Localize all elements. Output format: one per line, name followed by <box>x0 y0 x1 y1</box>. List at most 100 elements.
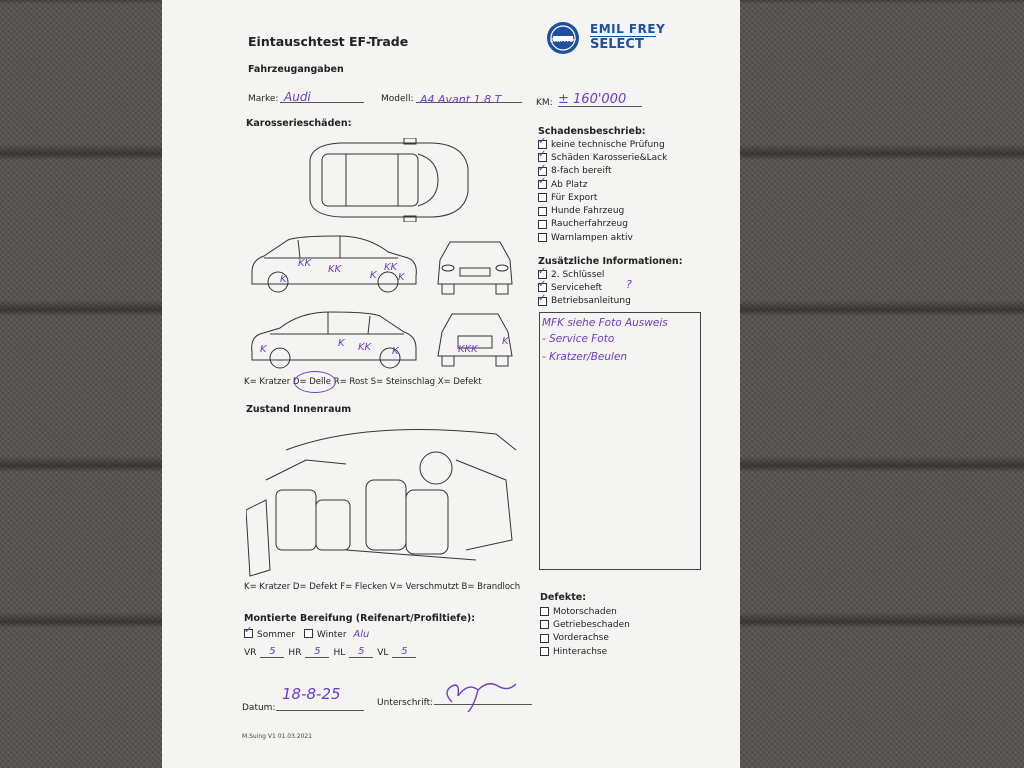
winter-note: Alu <box>353 629 370 640</box>
winter-checkbox[interactable] <box>303 629 313 638</box>
inspection-form: Eintauschtest EF-Trade Emil Frey EMIL FR… <box>162 0 740 768</box>
damage-description-title: Schadensbeschrieb: <box>538 126 646 137</box>
notes-box[interactable]: MFK siehe Foto Ausweis - Service Foto - … <box>539 312 701 570</box>
damage-item[interactable]: Für Export <box>538 191 667 204</box>
note-line-2: - Service Foto <box>542 333 615 345</box>
damage-item[interactable]: Schäden Karosserie&Lack <box>538 149 668 164</box>
info-item[interactable]: Betriebsanleitung <box>538 293 631 308</box>
model-field: A4 Avant 1.8 T <box>416 88 522 106</box>
winter-label: Winter <box>316 630 347 640</box>
damage-checkbox[interactable] <box>538 219 547 229</box>
damage-mark-side-1: K <box>280 274 287 285</box>
info-checkbox[interactable] <box>538 293 547 306</box>
defect-checkbox[interactable] <box>540 620 549 630</box>
signature-label: Unterschrift: <box>377 698 434 708</box>
damage-mark-side-10: K <box>392 346 399 357</box>
damage-checkbox[interactable] <box>538 233 547 243</box>
damage-mark-side-8: K <box>338 338 345 349</box>
logo-line1: EMIL FREY <box>590 22 666 36</box>
additional-info-title: Zusätzliche Informationen: <box>538 256 683 267</box>
vehicle-section-title: Fahrzeugangaben <box>248 64 344 75</box>
tread-depth-row: VR 5 HR 5 HL 5 VL 5 <box>244 646 417 658</box>
summer-checkbox[interactable] <box>244 625 253 638</box>
info-item-label: Serviceheft <box>551 282 603 293</box>
make-field: Audi <box>280 86 364 104</box>
signature-field <box>434 680 532 712</box>
km-label: KM: <box>536 98 553 108</box>
damage-item-label: Raucherfahrzeug <box>551 219 628 230</box>
damage-item[interactable]: 8-fach bereift <box>538 163 667 178</box>
damage-checkbox[interactable] <box>538 206 547 216</box>
hr-value: 5 <box>305 646 330 658</box>
damage-mark-side-2: KK <box>298 258 312 269</box>
damage-item[interactable]: Warnlampen aktiv <box>538 231 667 244</box>
additional-info-list: 2. Schlüssel Serviceheft Betriebsanleitu… <box>538 266 631 308</box>
date-value: 18-8-25 <box>282 685 341 703</box>
defect-checkbox[interactable] <box>540 647 549 657</box>
signature-image <box>446 683 517 712</box>
damage-mark-side-3: KK <box>328 264 342 275</box>
defect-item-label: Motorschaden <box>553 606 617 617</box>
defect-checkbox[interactable] <box>540 633 549 643</box>
defect-checkbox[interactable] <box>540 607 549 617</box>
hl-label: HL <box>333 648 346 658</box>
damage-checkbox[interactable] <box>538 163 547 176</box>
hl-value: 5 <box>349 646 374 658</box>
info-item-label: 2. Schlüssel <box>551 269 605 280</box>
damage-mark-rear-2: K <box>502 336 509 347</box>
defect-item[interactable]: Getriebeschaden <box>540 618 630 631</box>
note-line-3: - Kratzer/Beulen <box>542 351 628 363</box>
logo-line2: SELECT <box>590 37 644 52</box>
tyres-title: Montierte Bereifung (Reifenart/Profiltie… <box>244 613 476 624</box>
car-side-view-left-diagram <box>251 235 417 293</box>
defect-item-label: Getriebeschaden <box>553 619 630 630</box>
defect-item[interactable]: Vorderachse <box>540 632 630 645</box>
summer-label: Sommer <box>257 630 295 640</box>
damage-item-label: Warnlampen aktiv <box>551 232 633 243</box>
defect-item[interactable]: Hinterachse <box>540 645 630 658</box>
logo-divider <box>590 36 656 37</box>
damage-item-label: Ab Platz <box>551 179 588 190</box>
interior-legend: K= Kratzer D= Defekt F= Flecken V= Versc… <box>244 582 521 592</box>
serviceheft-question-mark: ? <box>626 278 632 291</box>
damage-item[interactable]: Ab Platz <box>538 176 667 191</box>
damage-item[interactable]: Hunde Fahrzeug <box>538 204 667 217</box>
damage-checkbox[interactable] <box>538 136 547 150</box>
make-label: Marke: <box>248 94 279 104</box>
info-item[interactable]: Serviceheft <box>538 279 631 294</box>
km-value: ± 160'000 <box>558 92 627 107</box>
defect-item-label: Vorderachse <box>553 633 609 644</box>
damage-item-label: keine technische Prüfung <box>551 139 665 150</box>
defect-item[interactable]: Motorschaden <box>540 605 630 618</box>
vl-label: VL <box>377 648 389 658</box>
vr-value: 5 <box>260 646 285 658</box>
damage-checkbox[interactable] <box>538 149 547 163</box>
damage-description-list: keine technische Prüfung Schäden Karosse… <box>538 136 668 244</box>
tyre-season-row: Sommer Winter Alu <box>244 625 370 640</box>
info-item[interactable]: 2. Schlüssel <box>538 266 631 281</box>
dent-circle-mark <box>294 371 336 393</box>
damage-checkbox[interactable] <box>538 176 547 190</box>
damage-item-label: 8-fach bereift <box>551 166 612 177</box>
info-checkbox[interactable] <box>538 279 547 293</box>
damage-item[interactable]: keine technische Prüfung <box>538 136 667 151</box>
damage-item[interactable]: Raucherfahrzeug <box>538 218 667 231</box>
info-checkbox[interactable] <box>538 266 547 280</box>
damage-item-label: Schäden Karosserie&Lack <box>551 152 668 163</box>
damage-mark-side-5: K <box>370 270 377 281</box>
note-line-1: MFK siehe Foto Ausweis <box>542 317 668 329</box>
vl-value: 5 <box>392 646 417 658</box>
damage-mark-side-7: K <box>260 344 267 355</box>
form-title: Eintauschtest EF-Trade <box>248 34 409 49</box>
damage-item-label: Hunde Fahrzeug <box>551 206 625 217</box>
defect-item-label: Hinterachse <box>553 646 608 657</box>
make-value: Audi <box>284 90 311 104</box>
date-field: 18-8-25 <box>276 684 364 711</box>
logo-badge-text: Emil Frey <box>549 38 576 44</box>
form-version: M.Suing V1 01.03.2021 <box>242 733 313 740</box>
damage-mark-side-6: K <box>398 272 405 283</box>
vr-label: VR <box>244 648 257 658</box>
damage-checkbox[interactable] <box>538 193 547 203</box>
interior-diagram <box>246 429 517 577</box>
damage-mark-side-9: KK <box>358 342 372 353</box>
